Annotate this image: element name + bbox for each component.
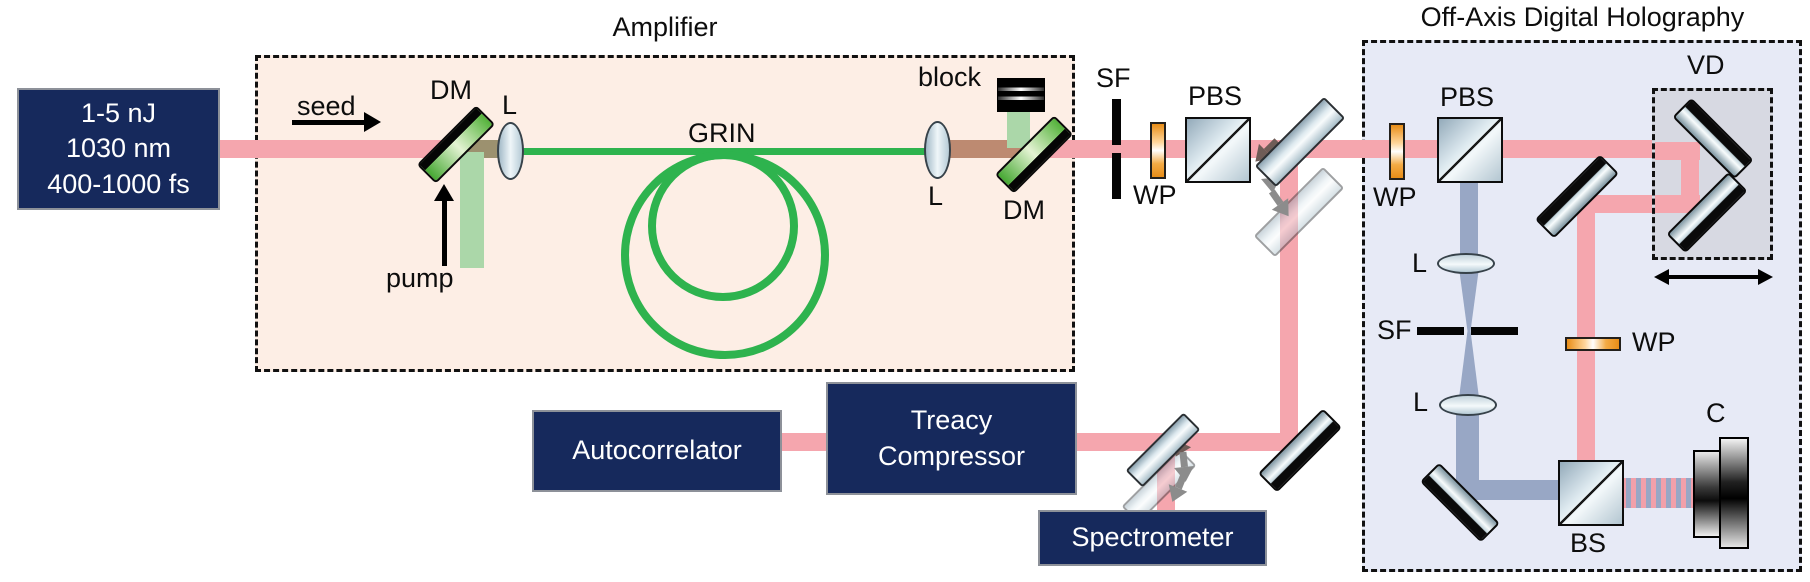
pbs-holo (1437, 117, 1503, 183)
pump-label: pump (386, 263, 454, 293)
spectrometer-beam (1157, 455, 1175, 515)
source-energy: 1-5 nJ (80, 98, 157, 129)
lens-ref-1-label: L (1412, 248, 1428, 278)
camera-label: C (1706, 398, 1726, 428)
grin-fiber-coil (621, 151, 829, 359)
reference-beam-3 (1458, 480, 1590, 500)
input-lens (497, 122, 524, 180)
seed-arrow-line (292, 120, 368, 125)
spectrometer-label: Spectrometer (1071, 522, 1234, 553)
camera-front-plate (1693, 450, 1721, 538)
source-duration: 400-1000 fs (47, 168, 190, 199)
spatial-filter-ref-right (1471, 327, 1518, 335)
lens-input-label: L (502, 90, 518, 120)
wp-main-label: WP (1133, 180, 1177, 210)
dm-input-label: DM (430, 75, 472, 105)
vd-translation-line (1668, 275, 1760, 279)
holo-input-beam (1500, 140, 1700, 158)
output-lens (924, 121, 951, 179)
pump-beam (460, 152, 484, 268)
source-wavelength: 1030 nm (65, 133, 172, 164)
output-beam (1032, 140, 1480, 158)
reference-beam-2 (1456, 412, 1479, 492)
lens-output-label: L (928, 181, 944, 211)
reference-beam-1 (1460, 180, 1478, 260)
camera-body (1719, 437, 1749, 549)
spatial-filter-main-bottom (1112, 153, 1121, 199)
spectrometer-box: Spectrometer (1038, 510, 1267, 566)
autocorrelator-box: Autocorrelator (532, 410, 782, 492)
vd-translation-head-left (1654, 269, 1669, 285)
treacy-label-line2: Compressor (877, 440, 1026, 471)
pbs-holo-label: PBS (1440, 82, 1495, 112)
holography-title: Off-Axis Digital Holography (1420, 2, 1745, 32)
pickoff-down-beam (1280, 155, 1298, 452)
amplifier-title: Amplifier (612, 12, 718, 42)
grin-label: GRIN (688, 118, 756, 148)
seed-arrow-head (364, 112, 381, 132)
bs-label: BS (1570, 528, 1607, 558)
wp-reference-label: WP (1373, 182, 1417, 212)
treacy-compressor-box: Treacy Compressor (826, 382, 1077, 495)
treacy-label-line1: Treacy (910, 405, 993, 436)
pbs-main-label: PBS (1188, 81, 1243, 111)
bs-cube (1558, 460, 1624, 526)
waveplate-holo-input (1389, 123, 1405, 180)
autocorrelator-label: Autocorrelator (572, 435, 742, 466)
vd-label: VD (1687, 50, 1725, 80)
spatial-filter-main-top (1112, 99, 1121, 145)
seed-beam (218, 140, 470, 158)
waveplate-signal (1565, 337, 1621, 351)
vd-translation-head-right (1758, 269, 1773, 285)
laser-source-box: 1-5 nJ 1030 nm 400-1000 fs (17, 88, 220, 210)
sf-main-label: SF (1096, 63, 1131, 93)
pump-arrow-stem (442, 200, 447, 266)
reference-lens-1 (1437, 253, 1495, 274)
sf-reference-label: SF (1377, 315, 1412, 345)
lens-ref-2-label: L (1413, 387, 1429, 417)
wp-signal-label: WP (1632, 327, 1676, 357)
residual-pump-beam (1007, 110, 1030, 148)
spatial-filter-ref-left (1417, 327, 1464, 335)
waveplate-main (1150, 122, 1166, 179)
amplifier-region (255, 55, 1075, 372)
dm-output-label: DM (1003, 195, 1045, 225)
vd-out-beam (1655, 195, 1700, 213)
seed-label: seed (297, 91, 356, 121)
interference-beam (1621, 478, 1695, 508)
reference-lens-2 (1439, 394, 1497, 416)
block-label: block (918, 62, 982, 92)
pbs-main (1185, 117, 1251, 183)
beam-block (997, 78, 1045, 112)
pump-arrow-head (434, 184, 454, 201)
